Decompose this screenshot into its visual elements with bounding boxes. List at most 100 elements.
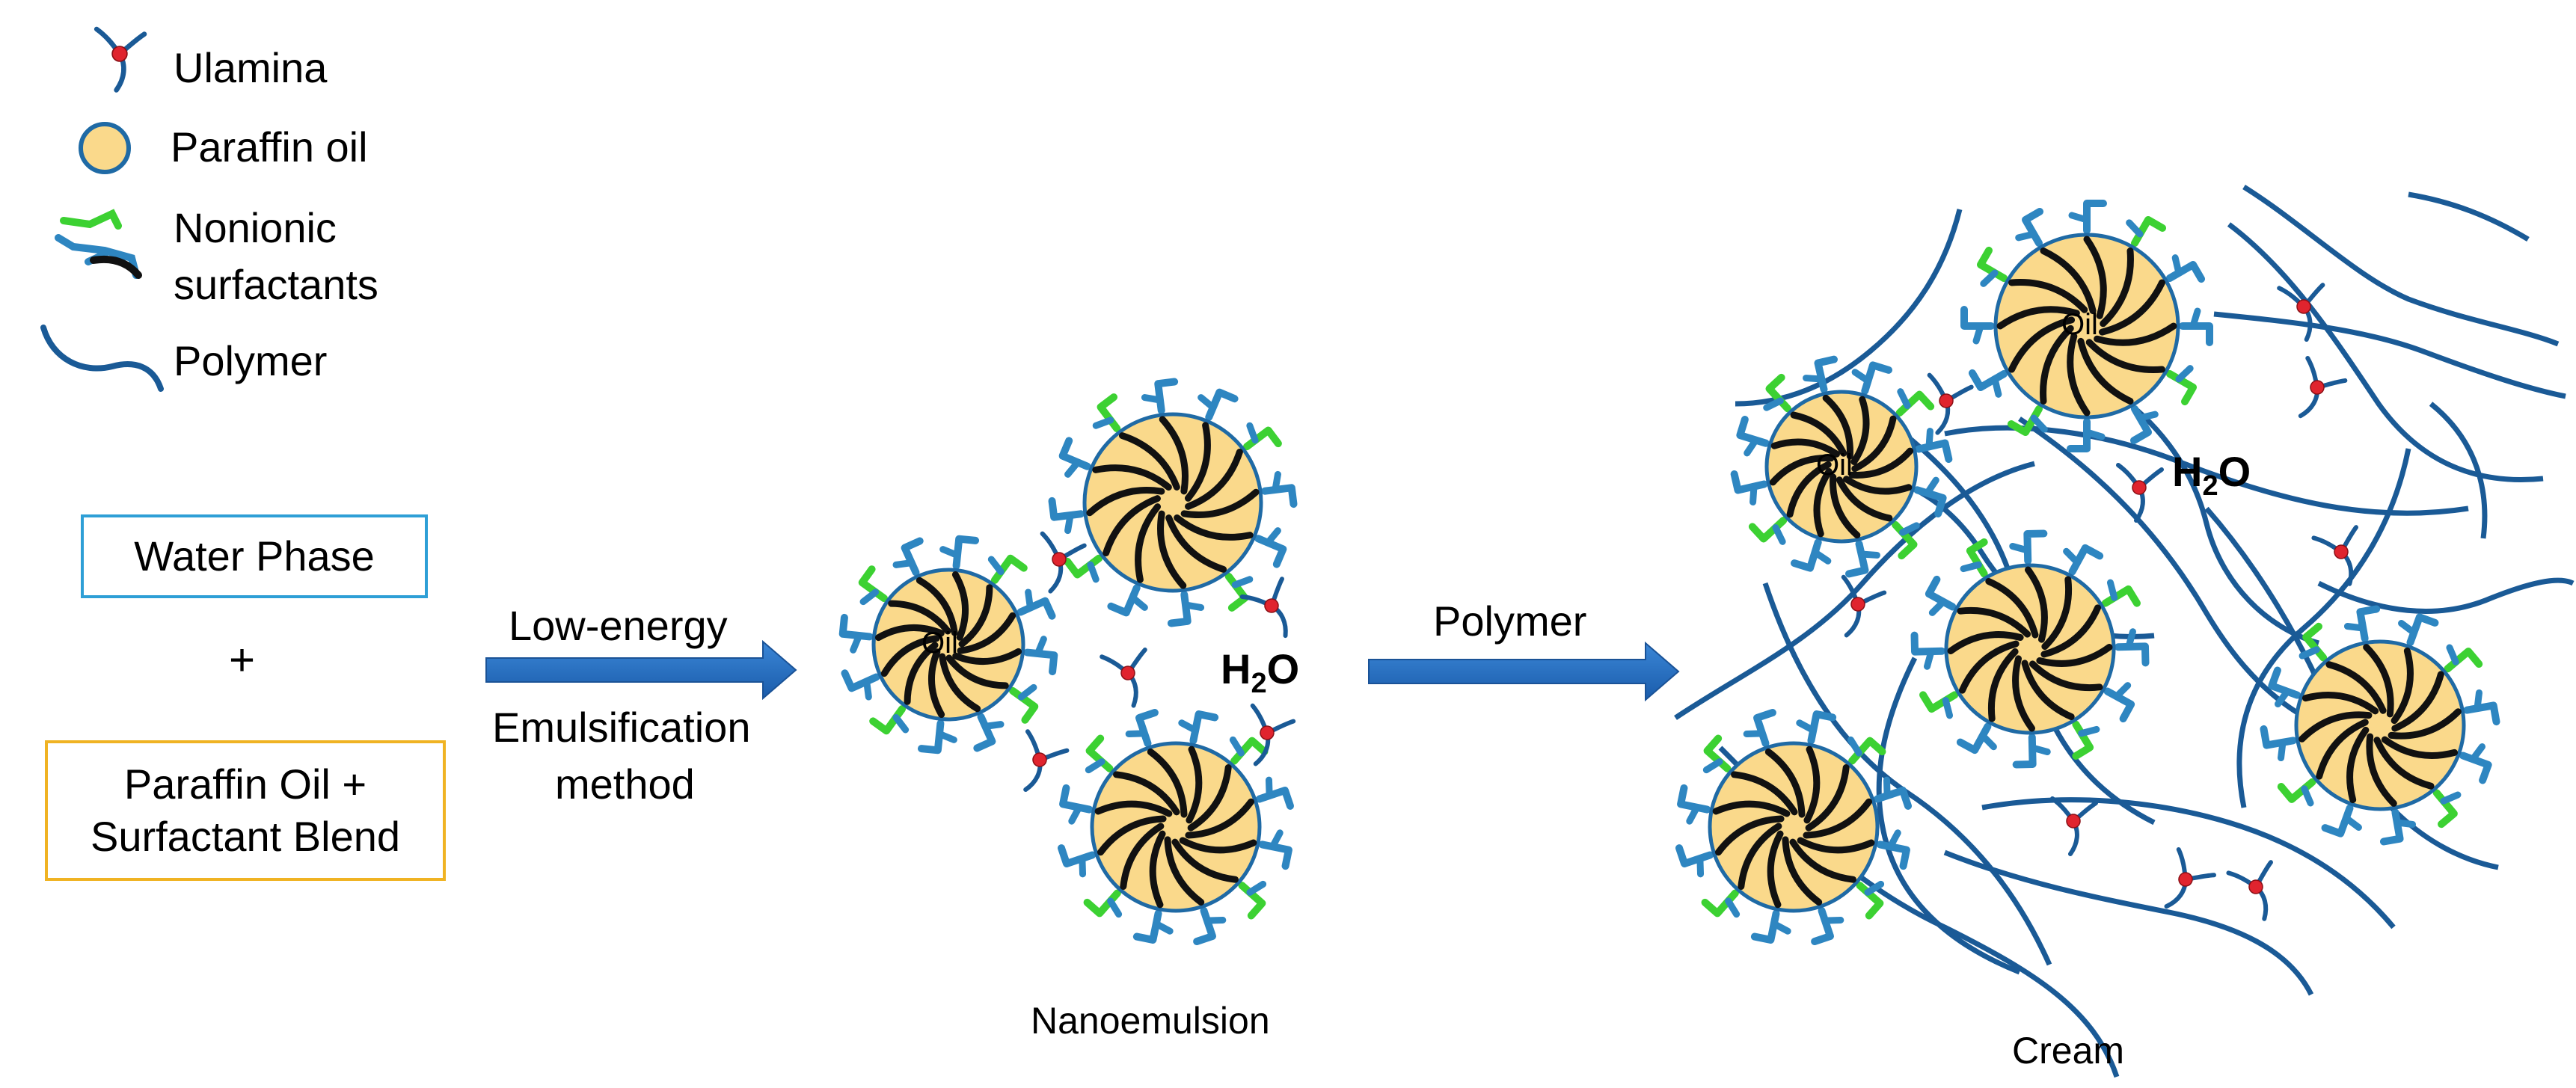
low-energy-label: Low-energy <box>509 602 728 649</box>
surfactant-branch <box>1034 636 1047 657</box>
legend-polymer-icon <box>40 325 164 392</box>
surfactant-branch <box>1068 804 1083 825</box>
surfactant-branch <box>1702 758 1723 774</box>
surfactant-branch <box>1246 880 1267 896</box>
surfactant-head <box>901 537 924 577</box>
surfactant-tail <box>2040 248 2097 315</box>
surfactant-branch <box>2125 628 2136 651</box>
surfactant-branch <box>2299 646 2320 660</box>
surfactant-branch <box>1064 458 1082 478</box>
surfactant-branch <box>2136 411 2159 422</box>
ulamina-molecule <box>2277 283 2325 342</box>
surfactant-tail <box>1848 447 1914 479</box>
surfactant-head <box>1730 470 1768 494</box>
surfactant-head <box>1261 484 1298 508</box>
oil-label-cream-b: Oil <box>2061 308 2098 341</box>
surfactant-tail <box>1180 488 1260 518</box>
low-energy-arrow <box>485 639 797 701</box>
surfactant-branch <box>2106 579 2118 601</box>
surfactant-tail <box>2008 316 2076 373</box>
surfactant-tail <box>2040 325 2074 405</box>
surfactant-tail <box>1813 468 1833 538</box>
surfactant-branch <box>2171 254 2183 277</box>
surfactant-branch <box>863 677 872 701</box>
surfactant-tail <box>1985 577 2039 639</box>
surfactant-head <box>1753 708 1776 748</box>
surfactant-tail <box>927 648 945 719</box>
oil-droplet-core <box>1082 412 1263 593</box>
surfactant-tail <box>1770 438 1840 458</box>
legend-surfactant-label-line2: surfactants <box>174 261 378 308</box>
surfactant-branch <box>2474 689 2483 712</box>
oil-blend-box: Paraffin Oil + Surfactant Blend <box>45 740 446 881</box>
surfactant-branch <box>1897 388 1911 409</box>
surfactant-head <box>1675 844 1714 867</box>
surfactant-branch <box>1899 522 1920 536</box>
surfactant-tail <box>1822 394 1853 460</box>
surfactant-branch <box>1686 804 1701 825</box>
surfactant-branch <box>2398 620 2417 636</box>
surfactant-tail <box>2299 711 2373 743</box>
surfactant-tail <box>2094 322 2177 346</box>
surfactant-tail <box>939 653 981 713</box>
legend-polymer-label: Polymer <box>174 337 328 384</box>
surfactant-tail <box>958 584 993 648</box>
surfactant-tail <box>1782 836 1823 906</box>
surfactant-head <box>2179 322 2213 346</box>
ulamina-molecule <box>1250 703 1296 766</box>
surfactant-tail <box>1159 416 1189 495</box>
surfactant-branch <box>2015 230 2037 242</box>
ulamina-molecule <box>2164 847 2216 909</box>
surfactant-tail <box>2301 692 2379 715</box>
surfactant-tail <box>945 654 1009 689</box>
surfactant-tail <box>2391 647 2414 725</box>
surfactant-branch <box>1229 736 1245 757</box>
surfactant-tail <box>2025 566 2048 643</box>
surfactant-branch <box>2393 819 2417 828</box>
surfactant-branch <box>1087 561 1100 583</box>
cream-droplet-right <box>2260 605 2500 846</box>
surfactant-branch <box>1203 916 1227 924</box>
surfactant-head <box>1811 906 1834 945</box>
surfactant-tail <box>1164 836 1205 906</box>
oil-label-nano: Oil <box>921 627 958 660</box>
surfactant-tail <box>2036 643 2113 667</box>
cream-droplet-bottom-left <box>1675 708 1912 945</box>
surfactant-tail <box>1786 461 1832 518</box>
surfactant-branch <box>2063 547 2081 566</box>
surfactant-branch <box>1264 527 1281 547</box>
surfactant-tail <box>1179 837 1257 854</box>
surfactant-branch <box>2469 743 2485 763</box>
surfactant-tail <box>1797 837 1875 854</box>
surfactant-branch <box>1928 598 1947 616</box>
surfactant-head <box>2379 808 2404 846</box>
surfactant-tail <box>2381 736 2459 759</box>
surfactant-branch <box>2440 791 2462 805</box>
surfactant-branch <box>892 713 910 734</box>
surfactant-head <box>1255 787 1294 810</box>
ulamina-molecule <box>2298 355 2348 419</box>
surfactant-head <box>2083 200 2107 234</box>
surfactant-tail <box>1092 464 1172 491</box>
surfactant-tail <box>2028 660 2103 691</box>
surfactant-head <box>952 535 980 570</box>
surfactant-head <box>1058 844 1097 867</box>
surfactant-tail <box>2325 661 2387 714</box>
legend-paraffin-oil-label: Paraffin oil <box>171 123 368 170</box>
surfactant-branch <box>1851 369 1871 384</box>
surfactant-branch <box>1924 648 1935 670</box>
surfactant-branch <box>1092 417 1114 429</box>
surfactant-branch <box>981 721 1005 730</box>
surfactant-tail <box>2085 339 2165 373</box>
surfactant-branch <box>1803 375 1825 383</box>
surfactant-branch <box>1231 576 1254 588</box>
surfactant-tail <box>2366 733 2397 807</box>
nanoemulsion-droplet-oil <box>838 535 1058 754</box>
surfactant-head <box>2463 701 2500 726</box>
surfactant-branch <box>1153 920 1174 935</box>
oil-droplet-core <box>1090 741 1262 913</box>
surfactant-tail <box>1803 798 1872 839</box>
surfactant-branch <box>1763 397 1784 411</box>
surfactant-branch <box>2189 307 2201 330</box>
legend-surfactant-icon <box>55 209 142 279</box>
